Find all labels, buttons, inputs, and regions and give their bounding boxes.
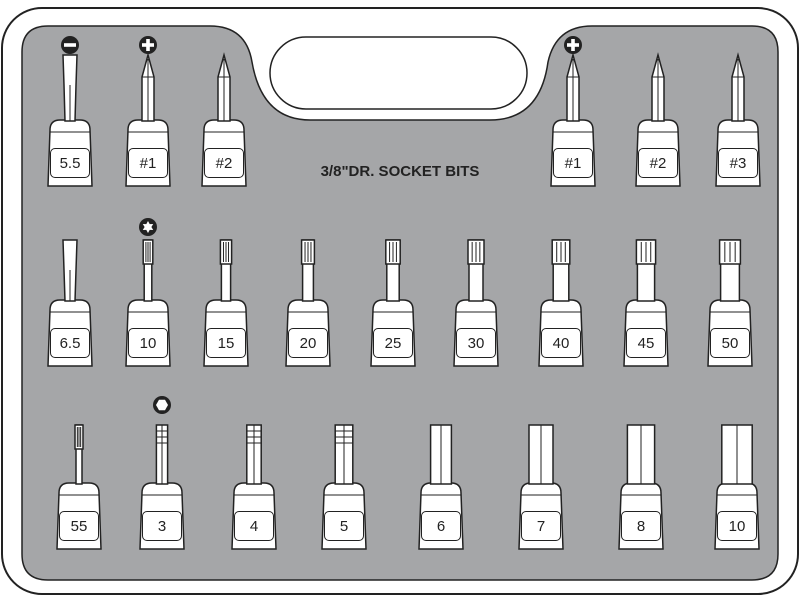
bit-size-label: 50 [710,328,750,358]
bit-size-label: 5.5 [50,148,90,178]
bit-size-label: 8 [621,511,661,541]
plus-icon [564,36,582,54]
bit-size-label: 25 [373,328,413,358]
bit-size-label: #2 [204,148,244,178]
bit-size-label: 55 [59,511,99,541]
bit-size-label: 40 [541,328,581,358]
bit-size-label: 7 [521,511,561,541]
bit-size-label: 45 [626,328,666,358]
torx-icon [139,218,157,236]
bit-size-label: 30 [456,328,496,358]
bit-size-label: 20 [288,328,328,358]
bit-size-label: #1 [553,148,593,178]
bit-size-label: #1 [128,148,168,178]
bit-size-label: 3 [142,511,182,541]
plus-icon [139,36,157,54]
bit-size-label: #3 [718,148,758,178]
case-handle-slot[interactable] [269,36,528,110]
bit-size-label: 5 [324,511,364,541]
bit-size-label: 15 [206,328,246,358]
case-title: 3/8"DR. SOCKET BITS [320,163,480,180]
bit-size-label: 10 [128,328,168,358]
bit-size-label: 10 [717,511,757,541]
hexagon-icon [153,396,171,414]
bit-size-label: #2 [638,148,678,178]
bit-size-label: 4 [234,511,274,541]
minus-icon [61,36,79,54]
bit-size-label: 6 [421,511,461,541]
bit-size-label: 6.5 [50,328,90,358]
